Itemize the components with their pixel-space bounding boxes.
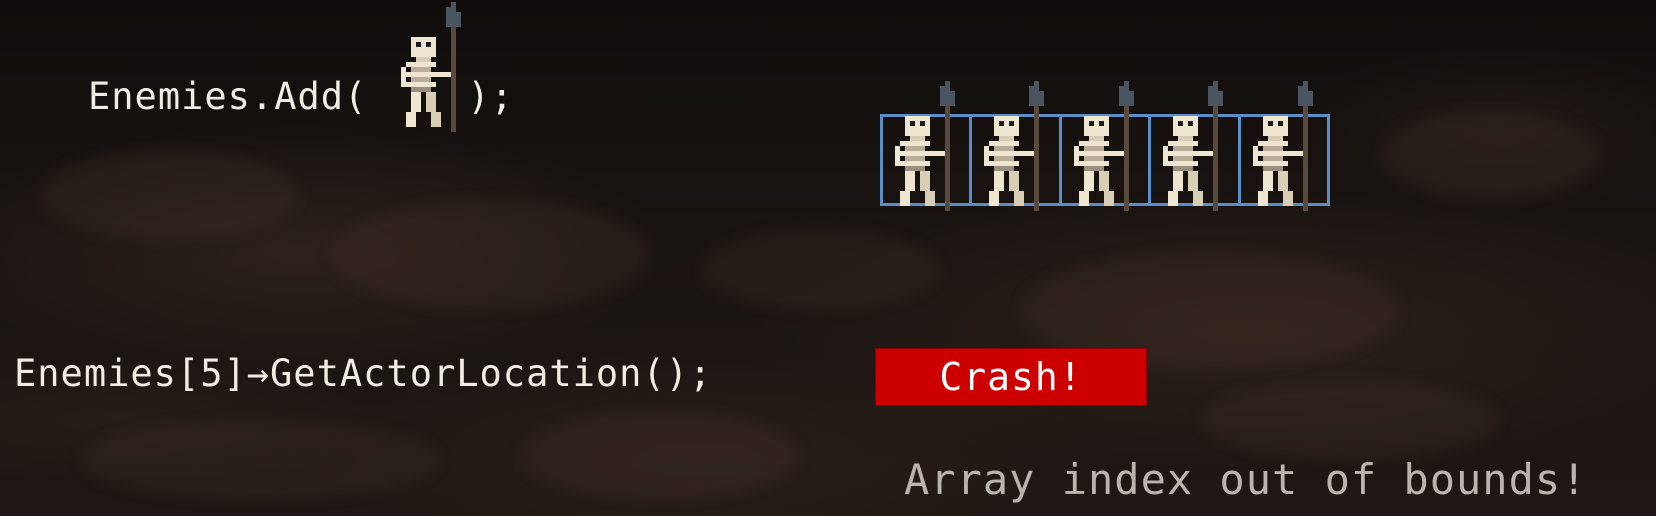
enemies-array: [880, 81, 1330, 211]
skeleton-spearman-icon: [1064, 81, 1144, 221]
array-slot: [1062, 81, 1152, 211]
crash-badge: Crash!: [875, 348, 1147, 406]
code-add-prefix: Enemies.Add(: [88, 74, 368, 118]
array-slot: [883, 81, 973, 211]
enemy-sprite-slot: [367, 2, 467, 132]
array-slot: [972, 81, 1062, 211]
skeleton-spearman-icon: [974, 81, 1054, 221]
code-add-suffix: );: [467, 74, 514, 118]
skeleton-spearman-icon: [1243, 81, 1323, 221]
code-line-get-actor-location: Enemies[5]→GetActorLocation();: [14, 352, 713, 395]
error-message: Array index out of bounds!: [904, 455, 1588, 504]
array-slot: [1151, 81, 1241, 211]
skeleton-spearman-icon: [1153, 81, 1233, 221]
array-slot: [1241, 81, 1327, 211]
skeleton-spearman-icon: [391, 2, 471, 142]
skeleton-spearman-icon: [885, 81, 965, 221]
code-line-add: Enemies.Add(: [88, 2, 514, 132]
